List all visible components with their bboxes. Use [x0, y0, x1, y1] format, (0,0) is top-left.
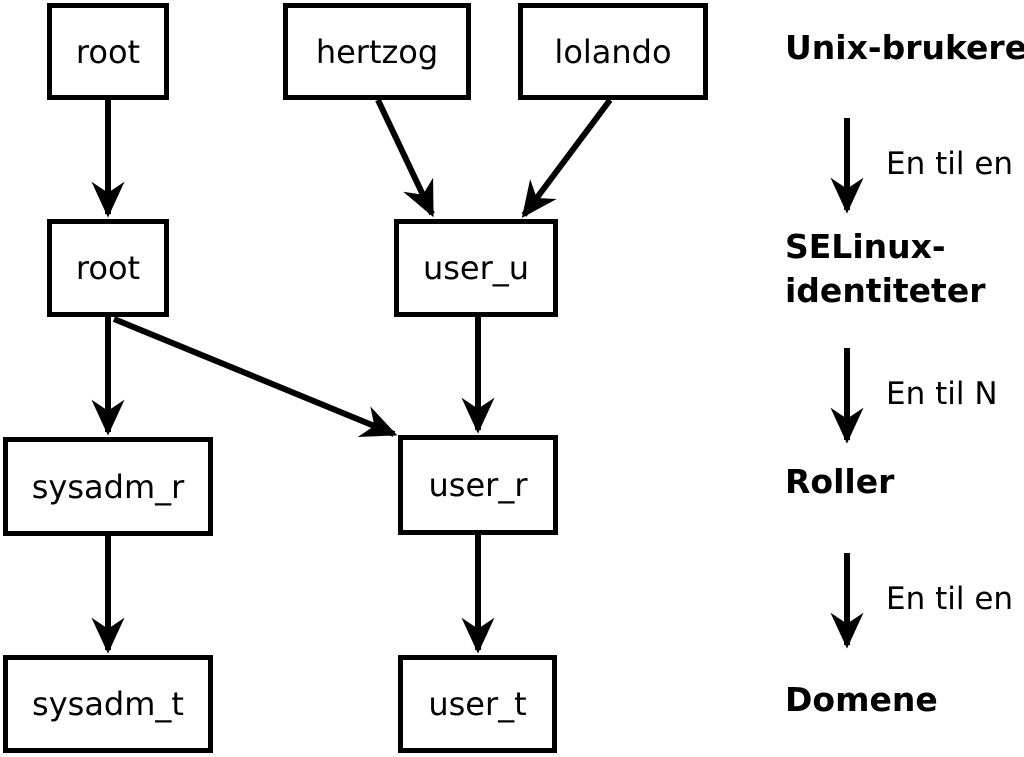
node-domain-user-t: user_t: [398, 655, 557, 753]
node-unix-user-hertzog: hertzog: [283, 3, 471, 100]
node-role-sysadm-r: sysadm_r: [3, 437, 213, 536]
node-selinux-identity-user-u: user_u: [394, 219, 558, 317]
legend-level-roles: Roller: [785, 462, 895, 501]
legend-level-domains: Domene: [785, 680, 938, 719]
legend-caption-one-to-one-2: En til en: [886, 581, 1014, 617]
legend-level-selinux-identities: SELinux- identiteter: [785, 225, 985, 313]
node-unix-user-lolando: lolando: [518, 3, 708, 100]
arrow-hertzog-to-user-u: [375, 98, 435, 218]
node-unix-user-root: root: [47, 3, 169, 100]
legend-selinux-line1: SELinux-: [785, 227, 946, 266]
legend-caption-one-to-one-1: En til en: [886, 146, 1014, 182]
legend-level-unix-users: Unix-brukere: [785, 28, 1024, 67]
arrow-selinuxroot-to-user-r: [112, 316, 398, 438]
arrow-lolando-to-user-u: [521, 98, 613, 218]
legend-selinux-line2: identiteter: [785, 271, 986, 310]
node-role-user-r: user_r: [398, 435, 558, 535]
legend-caption-one-to-n: En til N: [886, 376, 998, 412]
node-domain-sysadm-t: sysadm_t: [3, 655, 213, 753]
node-selinux-identity-root: root: [47, 219, 169, 317]
